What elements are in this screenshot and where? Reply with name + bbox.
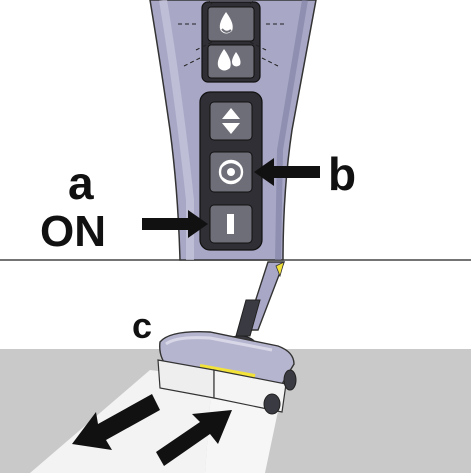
label-a: a: [68, 157, 94, 209]
roller-mode-button[interactable]: [209, 151, 253, 193]
mop-head: [157, 261, 297, 415]
label-b: b: [328, 148, 356, 200]
backward-arrow: [72, 394, 160, 450]
water-mode-1-button[interactable]: [207, 6, 255, 42]
power-button[interactable]: [209, 204, 253, 244]
arrow-on: [142, 210, 208, 238]
adjust-button[interactable]: [209, 101, 253, 141]
highlight-rays: [176, 0, 286, 67]
double-water-drop-icon: [217, 49, 241, 71]
forward-arrow: [156, 410, 232, 466]
label-on: ON: [40, 207, 106, 256]
water-mode-2-button[interactable]: [207, 44, 255, 79]
water-drop-icon: [219, 12, 233, 34]
power-bar-icon: [227, 214, 234, 234]
rotation-icon: [218, 159, 244, 185]
arrow-b: [254, 158, 320, 186]
label-c: c: [132, 305, 152, 346]
up-down-arrows-icon: [222, 108, 240, 134]
